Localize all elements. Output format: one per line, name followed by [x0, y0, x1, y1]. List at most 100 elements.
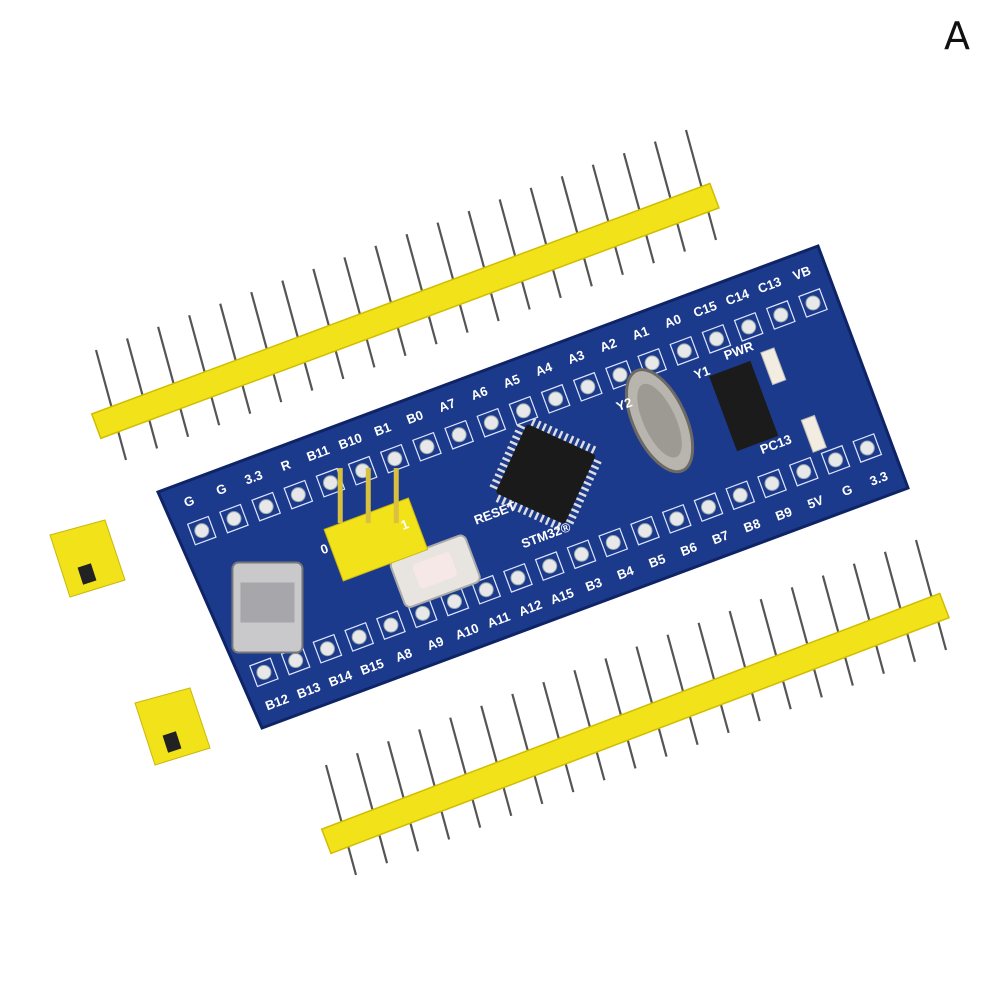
chip-pin [569, 507, 580, 514]
top-row-pin-hole [194, 523, 210, 539]
bottom-row-pin-hole [701, 499, 717, 515]
chip-pin [514, 429, 525, 436]
top-row-pin-hole [676, 343, 692, 359]
chip-pin [557, 430, 564, 441]
chip-pin [506, 497, 513, 508]
top-row-pad-outline [669, 335, 700, 366]
bottom-row-pin-hole [256, 664, 272, 680]
chip-pin [535, 420, 542, 431]
top-pin-header-pin [529, 187, 562, 299]
bottom-row-pin-label: B5 [647, 551, 668, 571]
chip-pin [529, 418, 537, 429]
bottom-pin-header-housing [320, 592, 950, 855]
chip-pin [591, 458, 602, 465]
top-pin-header-pin [653, 141, 687, 252]
chip-pin [489, 484, 500, 491]
chip-pin [522, 505, 530, 516]
bottom-row-pad-outline [503, 562, 533, 593]
bottom-row-pad-outline [788, 456, 819, 487]
top-row-pin-hole [773, 307, 789, 323]
chip-pin [509, 440, 520, 447]
boot-pin [337, 468, 343, 524]
bottom-pin-header-pin [759, 598, 792, 710]
jumper-cap [134, 687, 211, 766]
bottom-pin-header-pin [852, 563, 885, 674]
chip-pin [496, 467, 508, 475]
top-row-pin-hole [322, 475, 338, 491]
crystal-y1-label: Y1 [692, 363, 712, 383]
top-row-pin-hole [226, 511, 242, 527]
bottom-row-pad-outline [598, 527, 629, 558]
chip-pin [555, 520, 563, 531]
top-row-pin-label: A7 [437, 395, 458, 415]
top-row-pin-label: A2 [598, 335, 619, 355]
top-row-pin-hole [290, 487, 306, 503]
bottom-row-pin-label: B3 [583, 574, 604, 594]
chip-pin [492, 478, 503, 486]
chip-pin [511, 434, 523, 442]
bottom-row-pad-outline [344, 622, 375, 652]
top-row-pin-hole [580, 379, 596, 395]
top-pin-header-pin [498, 199, 531, 310]
crystal-y2-label: Y2 [614, 394, 634, 414]
bottom-row-pad-outline [248, 657, 279, 688]
top-pin-header-pin [188, 314, 221, 426]
chip-pin [506, 445, 518, 453]
top-pin-header-pin [622, 152, 655, 264]
top-pin-header-pin [250, 291, 283, 403]
chip-pin [528, 507, 535, 518]
bottom-row-pin-hole [605, 534, 621, 550]
top-row-pad-outline [605, 359, 635, 390]
chip-pin [576, 490, 587, 498]
bottom-row-pin-hole [796, 464, 812, 480]
bottom-row-pin-label: A8 [393, 645, 414, 665]
top-row-pin-hole [708, 331, 724, 347]
chip-pin [589, 445, 597, 456]
top-pin-header-pin [94, 349, 128, 461]
bottom-row-pad-outline [630, 515, 660, 546]
bottom-row-pin-hole [828, 452, 844, 468]
bottom-pin-header-pin [387, 741, 420, 852]
bottom-pin-header-pin [480, 705, 513, 817]
top-row-pin-hole [419, 439, 435, 455]
led [760, 347, 787, 386]
top-row-pin-hole [741, 319, 757, 335]
boot-pin [393, 468, 399, 524]
top-pin-header-pin [467, 210, 500, 322]
bottom-pin-header-pin [821, 575, 854, 686]
bottom-row-pin-hole [288, 653, 304, 669]
bottom-pin-header-pin [604, 658, 637, 769]
chip-pin [574, 496, 585, 503]
top-row-pin-label: A0 [662, 311, 683, 331]
bottom-pin-header-pin [635, 646, 668, 757]
chip-pin [562, 433, 569, 444]
jumper-cap [49, 519, 126, 598]
top-row-pad-outline [572, 371, 603, 402]
jumper-cap-slot [162, 731, 182, 753]
chip-pin [501, 495, 508, 506]
bottom-row-pad-outline [852, 433, 883, 463]
top-row-pin-label: B0 [404, 407, 425, 427]
bottom-row-pad-outline [693, 492, 724, 522]
top-row-pad-outline [508, 395, 539, 426]
top-row-pin-label: VB [791, 263, 813, 283]
bottom-row-pin-label: B8 [742, 516, 763, 536]
bottom-pin-header-pin [883, 551, 917, 663]
bottom-row-pad-outline [820, 444, 851, 475]
bottom-row-pin-label: B6 [678, 539, 699, 559]
bottom-row-pin-label: B7 [710, 527, 731, 547]
top-row-pin-label: A5 [501, 371, 522, 391]
jumper-cap-slot [77, 563, 97, 585]
bottom-row-pin-hole [859, 440, 875, 456]
top-row-pin-label: G [182, 492, 197, 510]
top-row-pin-hole [548, 391, 564, 407]
top-row-pin-label: A4 [533, 359, 555, 379]
bottom-row-pin-hole [764, 475, 780, 491]
bottom-pin-header-pin [355, 752, 389, 864]
bottom-row-pin-hole [573, 546, 589, 562]
top-row-pin-hole [644, 355, 660, 371]
chip-pin [581, 479, 592, 487]
chip-pin [584, 474, 595, 481]
top-row-pad-outline [798, 288, 828, 318]
